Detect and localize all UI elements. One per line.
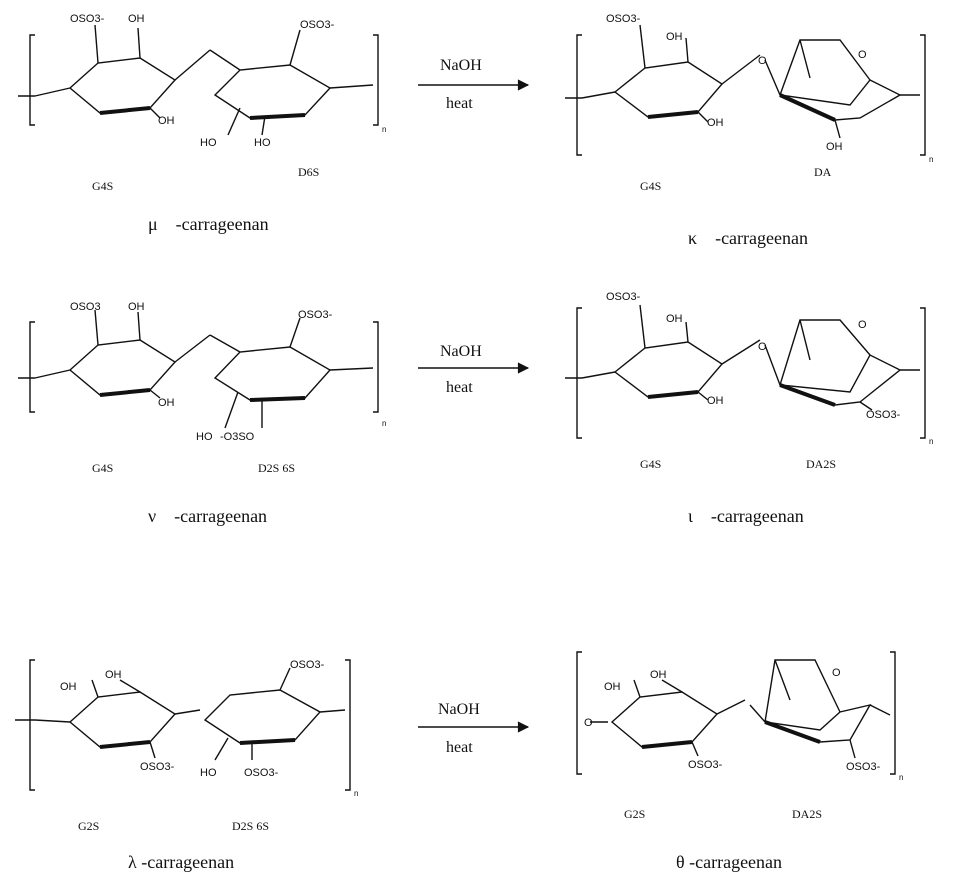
reagent-label: NaOH [440, 57, 482, 74]
reactant-structure-mu [18, 24, 379, 136]
condition-label: heat [446, 739, 473, 756]
reaction-row-1: OSO3- OH OH OSO3- HO HO n G4S D6S μ -car… [18, 13, 933, 248]
atom-label: HO [254, 137, 271, 149]
atom-label: OSO3- [298, 309, 333, 321]
compound-name: κ -carrageenan [688, 228, 808, 248]
atom-label: HO [200, 137, 217, 149]
unit-label: G2S [78, 819, 99, 833]
product-structure-iota [565, 304, 926, 439]
reagent-label: NaOH [438, 701, 480, 718]
unit-label: G4S [92, 461, 113, 475]
unit-label: D2S 6S [258, 461, 295, 475]
unit-label: D6S [298, 165, 319, 179]
reaction-arrow-1: NaOH heat [418, 57, 530, 112]
product-labels-iota: OSO3- OH OH O O OSO3- n G4S DA2S ι -carr… [606, 291, 933, 526]
repeat-subscript: n [929, 437, 933, 446]
atom-label: OSO3- [70, 13, 105, 25]
unit-label: D2S 6S [232, 819, 269, 833]
atom-label: OH [128, 13, 145, 25]
atom-label: OH [707, 117, 724, 129]
atom-label: OSO3- [244, 767, 279, 779]
atom-label: OSO3- [606, 291, 641, 303]
atom-label: OH [158, 397, 175, 409]
condition-label: heat [446, 95, 473, 112]
unit-label: DA [814, 165, 832, 179]
atom-label: OH [105, 669, 122, 681]
atom-label: OSO3- [140, 761, 175, 773]
atom-label: HO [196, 431, 213, 443]
repeat-subscript: n [382, 125, 386, 134]
product-labels-theta: OH OH OSO3- O O OSO3- n G2S DA2S θ -carr… [584, 667, 903, 872]
atom-label: OH [128, 301, 145, 313]
reaction-row-3: OH OH OSO3- OSO3- HO OSO3- n G2S D2S 6S … [15, 651, 903, 872]
reactant-structure-lambda [15, 659, 351, 791]
atom-label: OH [60, 681, 77, 693]
atom-label: O [758, 55, 767, 67]
product-structure-theta [576, 651, 896, 775]
atom-label: OH [158, 115, 175, 127]
reactant-structure-nu [18, 309, 379, 429]
reactant-labels-nu: OSO3 OH OH OSO3- HO -O3SO n G4S D2S 6S ν… [70, 301, 386, 526]
unit-label: DA2S [792, 807, 822, 821]
compound-name: θ -carrageenan [676, 852, 782, 872]
atom-label: OH [666, 313, 683, 325]
atom-label: O [584, 717, 593, 729]
atom-label: OSO3- [290, 659, 325, 671]
atom-label: OH [707, 395, 724, 407]
condition-label: heat [446, 379, 473, 396]
atom-label: -O3SO [220, 431, 255, 443]
reaction-arrow-3: NaOH heat [418, 701, 530, 756]
unit-label: G4S [640, 457, 661, 471]
compound-name: μ -carrageenan [148, 214, 269, 234]
reaction-arrow-2: NaOH heat [418, 343, 530, 396]
atom-label: OSO3- [866, 409, 901, 421]
unit-label: G4S [92, 179, 113, 193]
atom-label: O [858, 49, 867, 61]
product-structure-kappa [565, 24, 926, 156]
repeat-subscript: n [929, 155, 933, 164]
atom-label: OSO3- [846, 761, 881, 773]
atom-label: OH [650, 669, 667, 681]
repeat-subscript: n [354, 789, 358, 798]
reactant-labels-lambda: OH OH OSO3- OSO3- HO OSO3- n G2S D2S 6S … [60, 659, 358, 872]
atom-label: OSO3- [606, 13, 641, 25]
reagent-label: NaOH [440, 343, 482, 360]
reaction-row-2: OSO3 OH OH OSO3- HO -O3SO n G4S D2S 6S ν… [18, 291, 933, 526]
atom-label: O [758, 341, 767, 353]
repeat-subscript: n [899, 773, 903, 782]
reactant-labels-mu: OSO3- OH OH OSO3- HO HO n G4S D6S μ -car… [70, 13, 386, 234]
repeat-subscript: n [382, 419, 386, 428]
atom-label: OSO3- [300, 19, 335, 31]
unit-label: G2S [624, 807, 645, 821]
compound-name: λ -carrageenan [128, 852, 234, 872]
atom-label: HO [200, 767, 217, 779]
atom-label: OSO3- [688, 759, 723, 771]
atom-label: O [858, 319, 867, 331]
atom-label: O [832, 667, 841, 679]
atom-label: OH [604, 681, 621, 693]
unit-label: DA2S [806, 457, 836, 471]
compound-name: ι -carrageenan [688, 506, 804, 526]
unit-label: G4S [640, 179, 661, 193]
product-labels-kappa: OSO3- OH OH O O OH n G4S DA κ -carrageen… [606, 13, 933, 248]
atom-label: OSO3 [70, 301, 101, 313]
compound-name: ν -carrageenan [148, 506, 267, 526]
atom-label: OH [826, 141, 843, 153]
atom-label: OH [666, 31, 683, 43]
